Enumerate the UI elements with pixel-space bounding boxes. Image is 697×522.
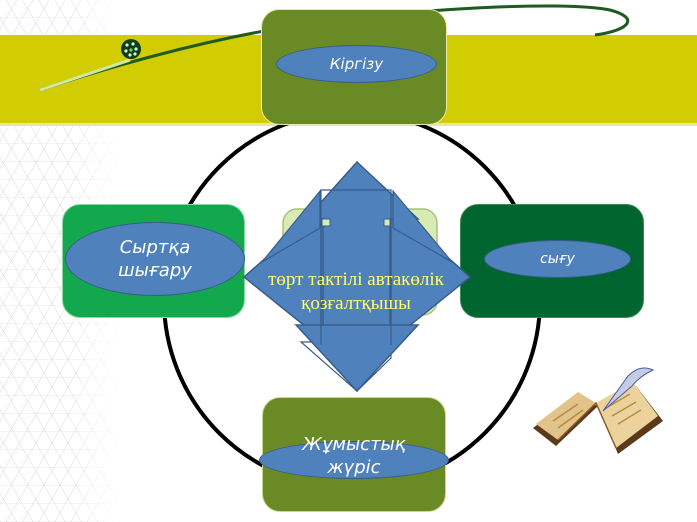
bottom-arrow-head [294, 324, 420, 393]
node-label-right: сығу [540, 251, 575, 267]
center-title-line1: төрт тактілі автакөлік [268, 269, 444, 290]
center-title: төрт тактілі автакөлік қозғалтқышы [226, 268, 486, 317]
node-label-left-line1: Сыртқа [119, 236, 191, 258]
node-label-bottom-line1: Жұмыстық [302, 434, 406, 455]
quill-icon [602, 367, 655, 412]
arrow-notch-left [321, 218, 331, 227]
node-ellipse-right: сығу [484, 240, 631, 278]
dotted-circle-ornament [121, 39, 141, 59]
node-label-bottom-line2: жүріс [327, 456, 381, 478]
open-book-icon [533, 367, 663, 454]
node-ellipse-left: Сыртқа шығару [65, 222, 245, 296]
right-arrow-fin [392, 189, 453, 263]
node-label-top: Кіргізу [329, 55, 384, 73]
node-ellipse-bottom [259, 441, 449, 479]
node-ellipse-top: Кіргізу [276, 45, 437, 83]
swoosh-highlight [39, 58, 131, 92]
left-arrow-fin [261, 189, 321, 263]
arrow-notch-right [383, 218, 391, 227]
node-label-left-line2: шығару [118, 260, 192, 281]
node-label-bottom: Жұмыстық жүріс [262, 434, 446, 479]
center-title-line2: қозғалтқышы [301, 293, 411, 315]
